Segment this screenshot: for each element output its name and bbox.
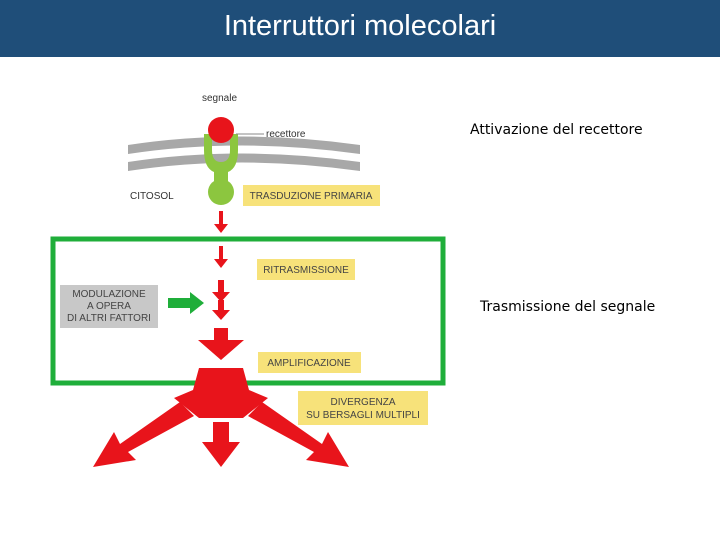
signaling-diagram: segnale recettore CITOSOL TRASDUZIONE PR…: [50, 93, 446, 467]
signal-label: segnale: [202, 93, 237, 104]
modulation-label-3: DI ALTRI FATTORI: [67, 313, 151, 324]
amplification-label: AMPLIFICAZIONE: [267, 358, 351, 369]
modulation-label-2: A OPERA: [87, 301, 131, 312]
signal-transmission-annotation: Trasmissione del segnale: [480, 299, 656, 315]
signal-arrows: [198, 211, 244, 360]
amplification-box: [258, 352, 361, 373]
transmission-box: [50, 236, 446, 386]
primary-transduction-label: TRASDUZIONE PRIMARIA: [250, 191, 373, 202]
cytosol-label: CITOSOL: [130, 191, 174, 202]
receptor-icon: [204, 117, 264, 205]
retransmission-label: RITRASMISSIONE: [263, 265, 349, 276]
title-bar: [0, 0, 720, 57]
modulation-box: [60, 285, 158, 328]
primary-transduction-box: [243, 185, 380, 206]
divergence-label-2: SU BERSAGLI MULTIPLI: [306, 410, 420, 421]
receptor-activation-annotation: Attivazione del recettore: [470, 122, 643, 138]
modulation-arrow-icon: [168, 292, 204, 314]
divergence-label-1: DIVERGENZA: [330, 397, 395, 408]
modulation-label-1: MODULAZIONE: [72, 289, 146, 300]
divergence-box: [298, 391, 428, 425]
page-title: Interruttori molecolari: [223, 10, 497, 42]
divergence-arrows: [93, 368, 349, 467]
retransmission-box: [257, 259, 355, 280]
cell-membrane: [128, 136, 360, 171]
receptor-label: recettore: [266, 129, 306, 140]
